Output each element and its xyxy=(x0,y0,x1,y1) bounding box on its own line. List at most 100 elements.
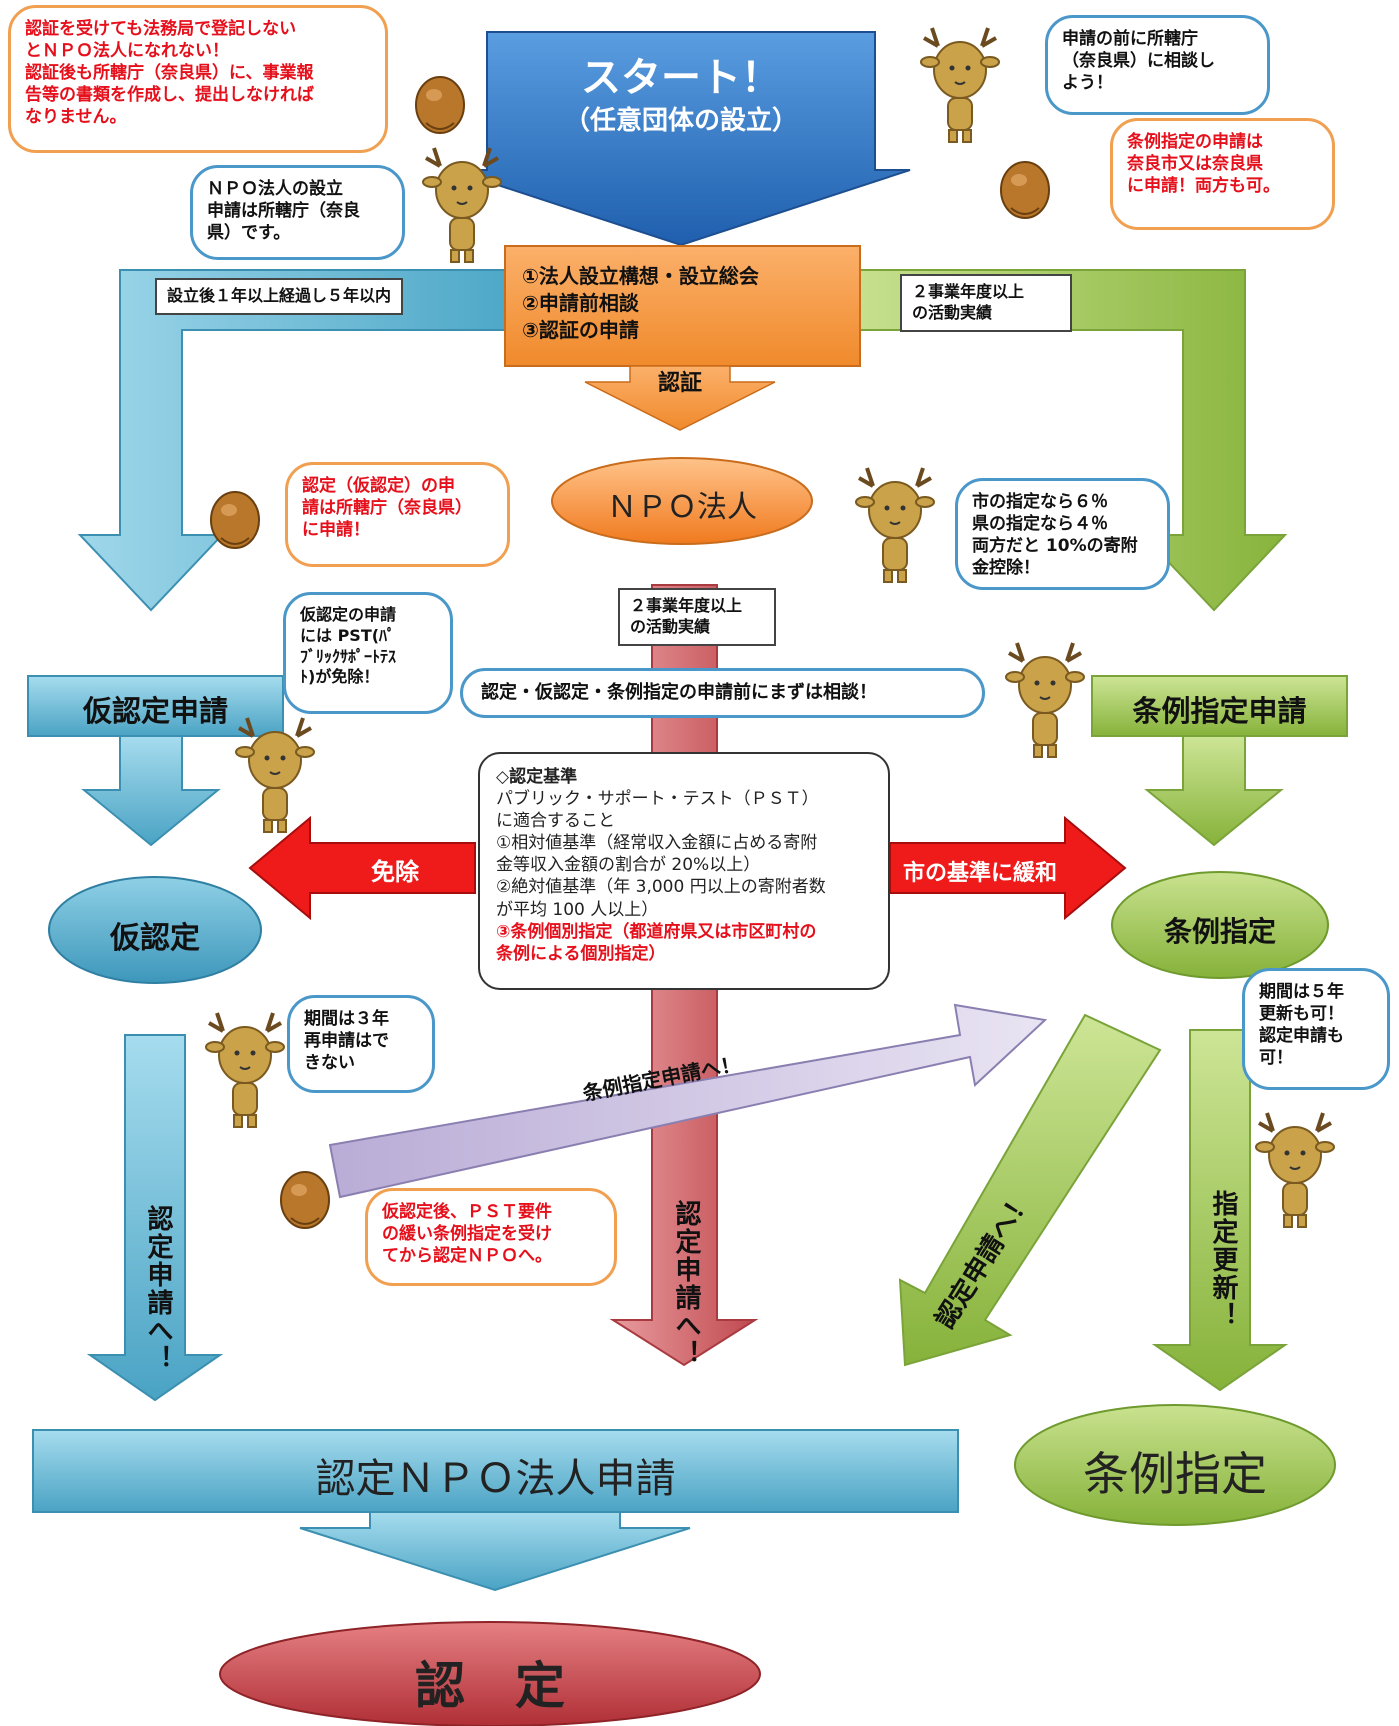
speech-bubble: 条例指定の申請は 奈良市又は奈良県 に申請！両方も可。 xyxy=(1110,118,1335,230)
bubble-line: 仮認定の申請 xyxy=(300,605,397,624)
ninsho-arrow xyxy=(584,365,776,431)
bean-character-icon xyxy=(415,76,465,134)
nintei-npo-shinsei-box xyxy=(32,1429,959,1513)
bubble-line: 更新も可！ xyxy=(1259,1004,1344,1025)
criteria-box: ◇認定基準 パブリック・サポート・テスト（ＰＳＴ） に適合すること ①相対値基準… xyxy=(478,752,890,990)
steps-list: ①法人設立構想・設立総会 ②申請前相談 ③認証の申請 xyxy=(522,263,759,344)
speech-bubble: 期間は５年 更新も可！ 認定申請も 可！ xyxy=(1242,968,1390,1090)
speech-bubble: 市の指定なら６％ 県の指定なら４％ 両方だと 10%の寄附 金控除！ xyxy=(955,478,1170,590)
menjo-arrow xyxy=(248,815,476,921)
bubble-line: ＮＰＯ法人の設立 xyxy=(207,179,343,199)
deer-character-icon xyxy=(421,146,503,264)
bubble-line: 告等の書類を作成し、提出しなければ xyxy=(25,85,314,106)
deer-character-icon xyxy=(1004,641,1086,759)
bubble-line: 市の指定なら６％ xyxy=(972,492,1108,512)
kari-shinsei-label: 仮認定申請 xyxy=(82,694,228,728)
criteria-line: ③条例個別指定（都道府県又は市区町村の xyxy=(496,921,817,942)
nintei-npo-shinsei-label: 認定ＮＰＯ法人申請 xyxy=(315,1456,676,1502)
deer-character-icon xyxy=(919,26,1001,144)
start-subtitle: （任意団体の設立） xyxy=(563,106,798,136)
bubble-line: に申請！ xyxy=(302,520,370,541)
bubble-line: 仮認定後、ＰＳＴ要件 xyxy=(382,1202,552,1222)
bubble-line: ﾄ)が免除！ xyxy=(300,667,380,687)
bubble-line: ﾌﾞﾘｯｸｻﾎﾟｰﾄﾃｽ xyxy=(300,646,397,666)
green-diag-arrow xyxy=(898,1013,1162,1367)
bubble-line: 県）です。 xyxy=(207,223,291,244)
nintei-final-label: 認 定 xyxy=(415,1657,565,1715)
deer-character-icon xyxy=(234,716,316,834)
kari-oval xyxy=(48,876,262,984)
right-condition-line1: ２事業年度以上 xyxy=(912,282,1025,301)
jorei-shinsei-label: 条例指定申請 xyxy=(1132,694,1307,728)
nintei-down-arrow xyxy=(299,1511,691,1592)
bubble-line: 申請の前に所轄庁 xyxy=(1062,29,1198,49)
bubble-line: には PST(ﾊﾟ xyxy=(300,625,396,645)
kanwa-label: 市の基準に緩和 xyxy=(902,861,1057,886)
consult-banner: 認定・仮認定・条例指定の申請前にまずは相談！ xyxy=(460,668,985,718)
jorei-oval xyxy=(1111,871,1329,979)
shitei-koushin-label: 指定更新！ xyxy=(1208,1190,1238,1330)
bubble-line: 両方だと 10%の寄附 xyxy=(972,536,1138,557)
ninsho-label: 認証 xyxy=(657,371,702,396)
right-condition-line2: の活動実績 xyxy=(912,302,993,322)
center-condition-line2: の活動実績 xyxy=(630,616,711,636)
bean-character-icon xyxy=(280,1171,330,1229)
center-condition-label: ２事業年度以上 の活動実績 xyxy=(618,588,776,646)
center-nintei-label: 認定申請へ！ xyxy=(671,1200,701,1368)
bean-character-icon xyxy=(1000,161,1050,219)
criteria-line: が平均 100 人以上） xyxy=(496,899,659,920)
bubble-line: 金控除！ xyxy=(972,558,1040,579)
left-condition-label: 設立後１年以上経過し５年以内 xyxy=(155,278,404,315)
kari-arrow xyxy=(81,735,221,847)
step-3: ③認証の申請 xyxy=(522,318,639,342)
kanwa-arrow xyxy=(889,815,1127,921)
left-blue-flow xyxy=(77,269,506,612)
kari-shinsei-box xyxy=(27,675,284,737)
bubble-line: よう！ xyxy=(1062,73,1113,94)
criteria-line: ①相対値基準（経常収入金額に占める寄附 xyxy=(496,833,818,854)
criteria-line: に適合すること xyxy=(496,811,615,832)
bubble-line: なりません。 xyxy=(25,107,127,128)
criteria-line: パブリック・サポート・テスト（ＰＳＴ） xyxy=(496,789,819,810)
bubble-line: に申請！両方も可。 xyxy=(1127,176,1280,197)
bubble-line: とＮＰＯ法人になれない！ xyxy=(25,41,229,62)
jorei-label: 条例指定 xyxy=(1163,915,1276,948)
bubble-line: 認証を受けても法務局で登記しない xyxy=(25,19,297,39)
deer-character-icon xyxy=(204,1011,286,1129)
speech-bubble: 期間は３年 再申請はで きない xyxy=(287,995,435,1093)
bean-character-icon xyxy=(210,491,260,549)
left-nintei-arrow xyxy=(86,1034,224,1402)
jorei-arrow xyxy=(1144,735,1284,847)
npo-label: ＮＰＯ法人 xyxy=(607,490,757,525)
bubble-line: 期間は３年 xyxy=(304,1009,389,1029)
criteria-title: ◇認定基準 xyxy=(496,767,578,787)
kari-label: 仮認定 xyxy=(110,921,200,956)
start-title: スタート！ xyxy=(581,55,781,101)
step-1: ①法人設立構想・設立総会 xyxy=(522,264,759,288)
bubble-line: てから認定ＮＰＯへ。 xyxy=(382,1246,552,1267)
steps-box xyxy=(504,245,861,367)
bubble-line: 奈良市又は奈良県 xyxy=(1127,154,1263,175)
bubble-line: 条例指定の申請は xyxy=(1127,132,1263,152)
speech-bubble: 認証を受けても法務局で登記しない とＮＰＯ法人になれない！ 認証後も所轄庁（奈良… xyxy=(8,5,388,153)
center-condition-line1: ２事業年度以上 xyxy=(630,596,743,615)
jorei-final-oval xyxy=(1014,1404,1336,1526)
bubble-line: 再申請はで xyxy=(304,1031,389,1052)
nintei-final-oval xyxy=(219,1621,761,1726)
jorei-final-label: 条例指定 xyxy=(1083,1447,1267,1501)
to-jorei-arrow xyxy=(328,1003,1048,1199)
bubble-line: 認証後も所轄庁（奈良県）に、事業報 xyxy=(25,63,314,84)
bubble-line: 県の指定なら４％ xyxy=(972,514,1108,535)
speech-bubble: 認定（仮認定）の申 請は所轄庁（奈良県） に申請！ xyxy=(285,462,510,567)
speech-bubble: 仮認定後、ＰＳＴ要件 の緩い条例指定を受け てから認定ＮＰＯへ。 xyxy=(365,1188,617,1286)
left-nintei-label: 認定申請へ！ xyxy=(143,1205,173,1373)
bubble-line: 認定（仮認定）の申 xyxy=(302,476,455,496)
bubble-line: 申請は所轄庁（奈良 xyxy=(207,201,360,222)
speech-bubble: 仮認定の申請 には PST(ﾊﾟ ﾌﾞﾘｯｸｻﾎﾟｰﾄﾃｽ ﾄ)が免除！ xyxy=(283,592,453,714)
bubble-line: 請は所轄庁（奈良県） xyxy=(302,498,472,519)
speech-bubble: ＮＰＯ法人の設立 申請は所轄庁（奈良 県）です。 xyxy=(190,165,405,260)
step-2: ②申請前相談 xyxy=(522,291,639,315)
bubble-line: きない xyxy=(304,1053,355,1074)
jorei-shinsei-box xyxy=(1091,675,1348,737)
menjo-label: 免除 xyxy=(371,858,419,886)
